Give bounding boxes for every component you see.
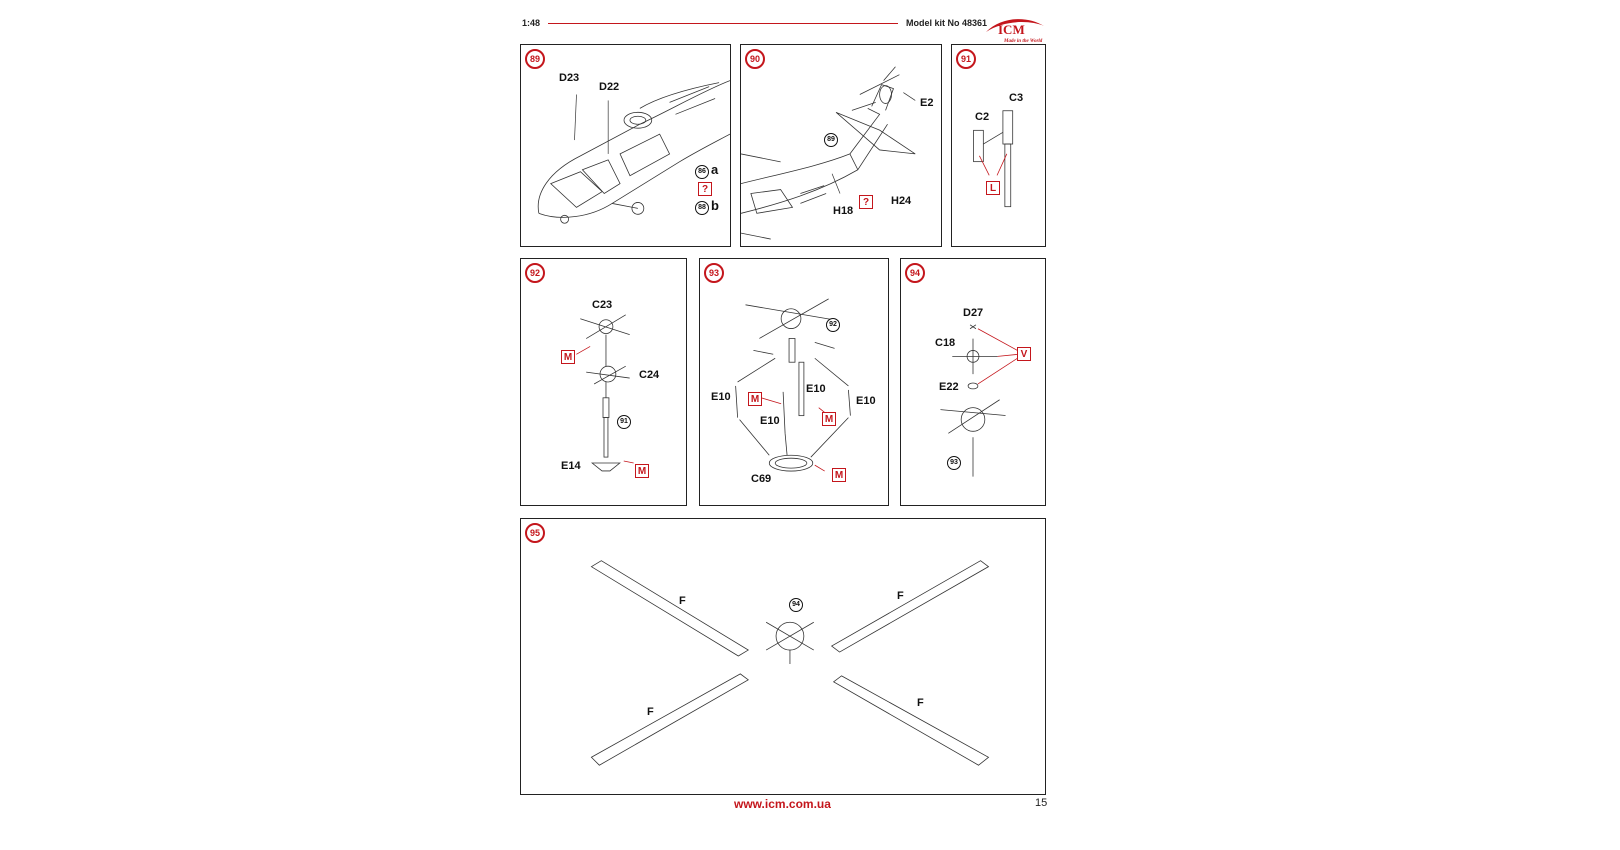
step-95-panel: 95 94 F F F F [520,518,1046,795]
scale-label: 1:48 [522,18,541,28]
part-label-f-3: F [647,706,654,718]
icm-logo: ICM Made in the World [982,14,1048,44]
glue-marker-m-2: M [635,464,649,478]
part-label-c18: C18 [935,337,956,349]
part-label-f-1: F [679,595,686,607]
hub-cap-illustration [940,324,1018,477]
rotor-blade-bottom-right [832,675,990,766]
step-90-panel: 90 E2 89 H18 ? H24 [740,44,942,247]
kit-number: Model kit No 48361 [906,18,988,28]
part-label-c23: C23 [592,299,613,311]
step-92-number: 92 [525,263,545,283]
step-ref-94: 94 [789,598,803,612]
step-93-number: 93 [704,263,724,283]
part-label-c24: C24 [639,369,660,381]
page-number: 15 [1035,797,1048,809]
swashplate-illustration [735,298,851,472]
step-95-number: 95 [525,523,545,543]
part-label-e22: E22 [939,381,959,393]
helicopter-tail-illustration [741,66,916,240]
rotor-blade-bottom-left [590,673,749,766]
step-92-panel: 92 C23 M C24 91 E14 M [520,258,687,506]
part-label-c2: C2 [975,111,990,123]
ref-letter-a: a [711,162,719,177]
part-label-e10-1: E10 [711,391,731,403]
part-label-e10-2: E10 [806,383,826,395]
header-rule [548,23,898,24]
part-label-e10-4: E10 [760,415,780,427]
part-label-f-4: F [917,697,924,709]
part-label-d23: D23 [559,72,580,84]
part-label-c69: C69 [751,473,772,485]
helicopter-nose-illustration [537,80,730,224]
logo-tagline: Made in the World [1003,39,1043,44]
rotor-blade-top-right [830,560,990,653]
step-ref-93: 93 [947,456,961,470]
glue-marker-m-2: M [822,412,836,426]
rotor-blade-top-left [590,560,750,657]
glue-marker-m-1: M [748,392,762,406]
step-90-number: 90 [745,49,765,69]
part-label-e2: E2 [920,97,934,109]
step-89-number: 89 [525,49,545,69]
step-ref-91: 91 [617,415,631,429]
part-label-f-2: F [897,590,904,602]
part-label-e14: E14 [561,460,581,472]
part-label-e10-3: E10 [856,395,876,407]
step-ref-88: 88 [695,201,709,215]
glue-marker-v: V [1017,347,1031,361]
part-label-d22: D22 [599,81,620,93]
unknown-part-marker-90: ? [859,195,873,209]
step-89-panel: 89 D23 D22 86 a ? 88 b [520,44,731,247]
icm-logo-mark: ICM Made in the World [986,19,1044,44]
rotor-shaft-illustration [973,110,1014,208]
step-ref-89: 89 [824,133,838,147]
part-label-h18: H18 [833,205,854,217]
part-label-h24: H24 [891,195,912,207]
step-93-panel: 93 92 E10 M E10 E10 M E10 C69 M [699,258,889,506]
logo-text: ICM [998,22,1025,37]
glue-marker-m-3: M [832,468,846,482]
step-94-panel: 94 D27 C18 V E22 93 [900,258,1046,506]
step-ref-86: 86 [695,165,709,179]
part-label-c3: C3 [1009,92,1024,104]
step-94-number: 94 [905,263,925,283]
ref-letter-b: b [711,198,719,213]
main-rotor-blades-illustration [590,560,990,766]
step-91-number: 91 [956,49,976,69]
website-link[interactable]: www.icm.com.ua [734,797,831,811]
glue-marker-l: L [986,181,1000,195]
rotor-hub-assembly-illustration [576,314,634,472]
part-label-d27: D27 [963,307,984,319]
unknown-part-marker: ? [698,182,712,196]
glue-marker-m-1: M [561,350,575,364]
step-ref-92: 92 [826,318,840,332]
step-91-panel: 91 C2 C3 L [951,44,1046,247]
